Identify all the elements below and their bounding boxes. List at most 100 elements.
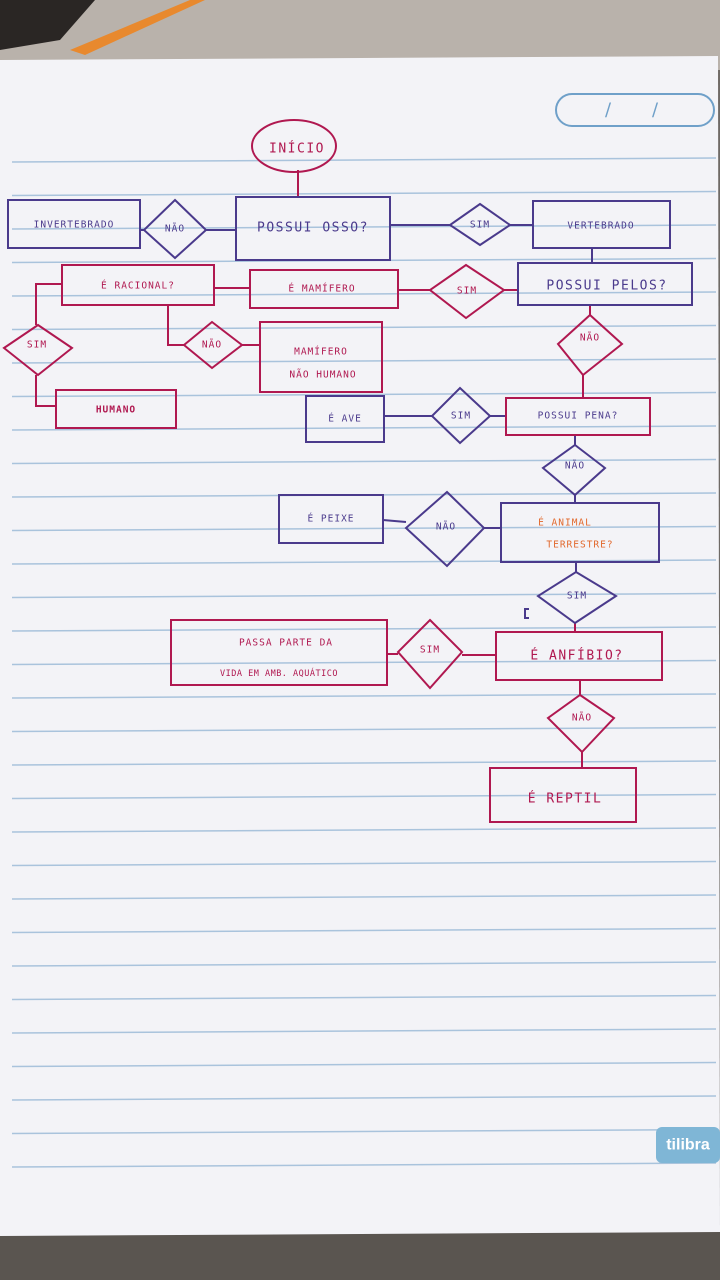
feather-yes-decision — [430, 386, 492, 445]
ruled-line — [11, 391, 717, 398]
bone-yes-decision — [448, 202, 512, 247]
non-human-mammal-box — [259, 321, 383, 393]
terrestrial-yes-label: SIM — [567, 591, 587, 602]
notebook-page — [0, 56, 720, 1236]
feather-yes-label: SIM — [451, 411, 471, 422]
brand-logo-text: tilibra — [666, 1137, 710, 1154]
start-terminal — [251, 119, 337, 173]
feather-no-decision — [541, 443, 607, 497]
ruled-line — [11, 626, 717, 632]
hair-question-label: POSSUI PELOS? — [546, 279, 667, 294]
reptile-label: É REPTIL — [528, 791, 603, 807]
rational-no-label: NÃO — [202, 340, 222, 351]
rational-question-label: É RACIONAL? — [101, 280, 175, 292]
ruled-line — [11, 726, 717, 733]
connector-rational-to-no — [167, 305, 184, 346]
ruled-line — [11, 659, 717, 666]
ruled-line — [11, 458, 717, 465]
amphibian-yes-label: SIM — [420, 645, 440, 656]
pen-decoration — [0, 0, 95, 50]
amphibian-yes-decision — [396, 618, 464, 690]
aquatic-label-1: PASSA PARTE DA — [239, 638, 333, 649]
feather-no-label: NÃO — [565, 461, 585, 472]
ruled-line — [11, 1162, 717, 1168]
bird-box — [305, 395, 385, 443]
bone-yes-label: SIM — [470, 220, 490, 231]
terrestrial-no-label: NÃO — [436, 522, 456, 533]
connector-yes-to-human — [35, 375, 56, 407]
amphibian-no-label: NÃO — [572, 713, 592, 724]
vertebrate-label: VERTEBRADO — [567, 221, 634, 232]
ruled-line — [11, 224, 717, 230]
bone-no-decision — [142, 198, 208, 260]
ruled-line — [11, 1128, 717, 1135]
ruled-line — [11, 190, 717, 197]
hair-yes-decision — [428, 263, 506, 320]
fish-label: É PEIXE — [307, 513, 354, 525]
ruled-line — [11, 793, 717, 800]
ruled-line — [11, 894, 717, 900]
human-label: HUMANO — [96, 405, 136, 416]
amphibian-question-box — [495, 631, 663, 681]
ruled-line — [11, 525, 717, 532]
reptile-box — [489, 767, 637, 823]
rational-yes-decision — [2, 323, 74, 377]
date-slash-1: / — [605, 100, 612, 121]
terrestrial-no-decision — [404, 490, 486, 568]
mammal-box — [249, 269, 399, 309]
terrestrial-question-box — [500, 502, 660, 563]
hair-no-label: NÃO — [580, 333, 600, 344]
amphibian-question-label: É ANFÍBIO? — [530, 648, 623, 664]
date-field — [555, 93, 715, 127]
ruled-line — [11, 860, 717, 867]
ruled-line — [11, 961, 717, 967]
ruled-line — [11, 927, 717, 934]
ruled-line — [11, 994, 717, 1001]
connector-rational-to-yes — [35, 283, 62, 325]
invertebrate-box — [7, 199, 141, 249]
ruled-line — [11, 425, 717, 431]
amphibian-no-decision — [546, 693, 616, 754]
ruled-line — [11, 592, 717, 599]
ruled-line — [11, 827, 717, 833]
ruled-line — [11, 157, 717, 163]
non-human-mammal-label-1: MAMÍFERO — [294, 346, 348, 358]
bone-question-label: POSSUI OSSO? — [257, 221, 369, 236]
bone-question-box — [235, 196, 391, 261]
terrestrial-yes-decision — [536, 570, 618, 625]
ruled-line — [11, 1095, 717, 1101]
aquatic-box — [170, 619, 388, 686]
ruled-line — [11, 1028, 717, 1034]
rational-yes-label: SIM — [27, 340, 47, 351]
feather-question-label: POSSUI PENA? — [538, 411, 619, 422]
ruled-line — [11, 291, 717, 297]
fish-box — [278, 494, 384, 544]
terrestrial-question-label-1: É ANIMAL — [538, 517, 592, 529]
invertebrate-label: INVERTEBRADO — [34, 220, 115, 231]
rational-question-box — [61, 264, 215, 306]
ruled-line — [11, 559, 717, 565]
terrestrial-question-label-2: TERRESTRE? — [546, 540, 613, 551]
vertebrate-box — [532, 200, 671, 249]
pencil-decoration — [70, 0, 205, 55]
ruled-line — [11, 358, 717, 364]
ruled-line — [11, 760, 717, 766]
brand-logo — [656, 1127, 720, 1163]
human-box — [55, 389, 177, 429]
hair-question-box — [517, 262, 693, 306]
connector-no-to-fish — [382, 519, 407, 523]
bird-label: É AVE — [328, 413, 362, 425]
rational-no-decision — [182, 320, 244, 370]
ruled-line — [11, 1061, 717, 1068]
mammal-label: É MAMÍFERO — [288, 283, 355, 295]
feather-question-box — [505, 397, 651, 436]
ruled-line — [11, 693, 717, 699]
start-label: INÍCIO — [269, 141, 325, 157]
ruled-line — [11, 324, 717, 331]
hair-yes-label: SIM — [457, 286, 477, 297]
hair-no-decision — [556, 313, 624, 377]
bone-no-label: NÃO — [165, 224, 185, 235]
date-slash-2: / — [652, 100, 659, 121]
non-human-mammal-label-2: NÃO HUMANO — [289, 370, 356, 381]
